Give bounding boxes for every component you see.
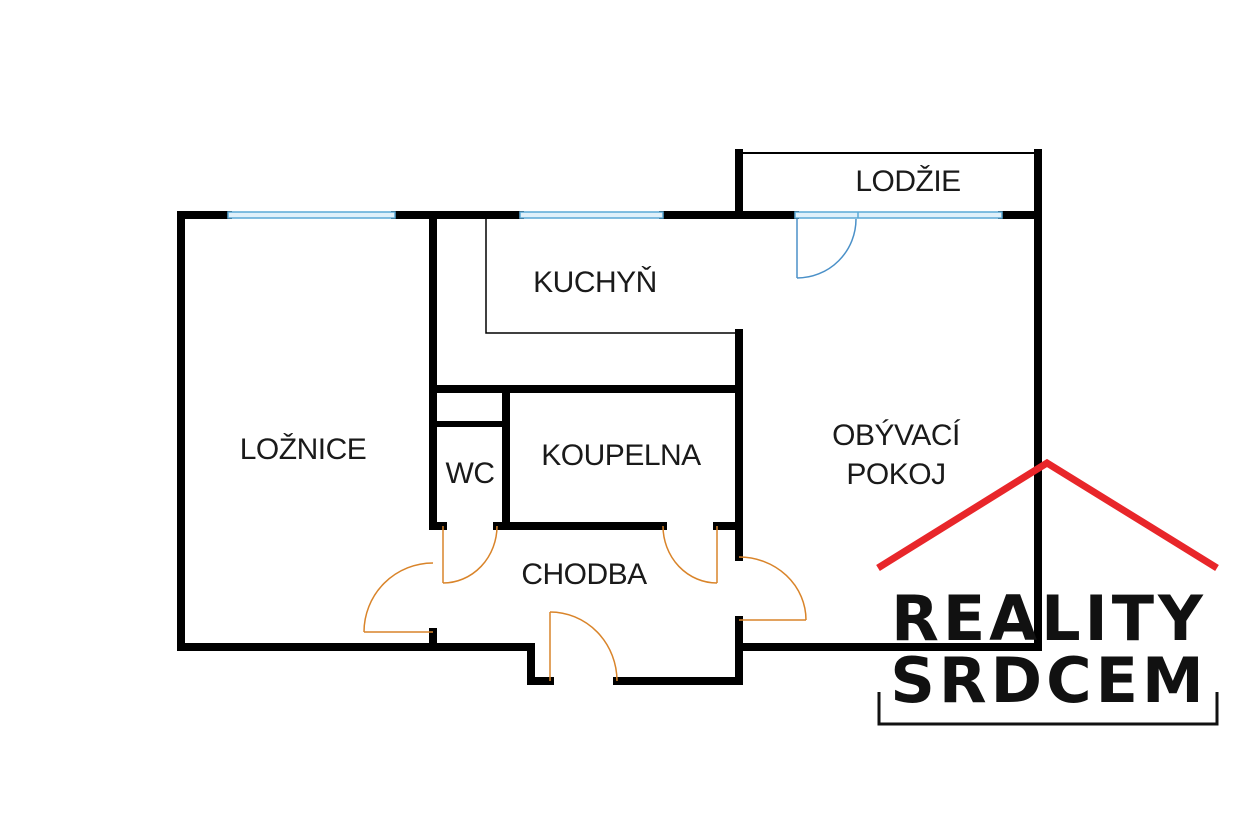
door-entry-arc — [549, 611, 618, 682]
kitchen-counter — [485, 218, 740, 334]
label-loznice: LOŽNICE — [240, 433, 367, 466]
door-bedroom-arc — [363, 562, 434, 633]
label-kuchyn: KUCHYŇ — [533, 266, 657, 299]
room-labels: LODŽIE KUCHYŇ LOŽNICE WC KOUPELNA OBÝVAC… — [240, 165, 962, 591]
window-living — [794, 211, 1003, 219]
logo-roof-icon — [876, 458, 1219, 571]
door-living-arc — [738, 556, 807, 621]
door-wc-arc — [442, 525, 498, 584]
label-koupelna: KOUPELNA — [541, 439, 701, 472]
walls — [177, 149, 1042, 685]
label-wc: WC — [446, 457, 495, 490]
windows — [227, 211, 1003, 219]
logo-line1: REALITY — [891, 582, 1207, 655]
logo-line2: SRDCEM — [890, 644, 1207, 717]
label-chodba: CHODBA — [521, 558, 647, 591]
label-obyvaci-line2: POKOJ — [846, 458, 945, 491]
window-kitchen — [519, 211, 664, 219]
logo-bracket — [877, 692, 1219, 726]
balcony-door — [796, 218, 857, 279]
window-bedroom — [227, 211, 396, 219]
door-bath-arc — [662, 525, 718, 584]
label-obyvaci-line1: OBÝVACÍ — [832, 419, 961, 452]
interior-doors — [363, 525, 807, 682]
label-lodzie: LODŽIE — [855, 165, 960, 198]
logo: REALITY SRDCEM — [876, 458, 1219, 726]
